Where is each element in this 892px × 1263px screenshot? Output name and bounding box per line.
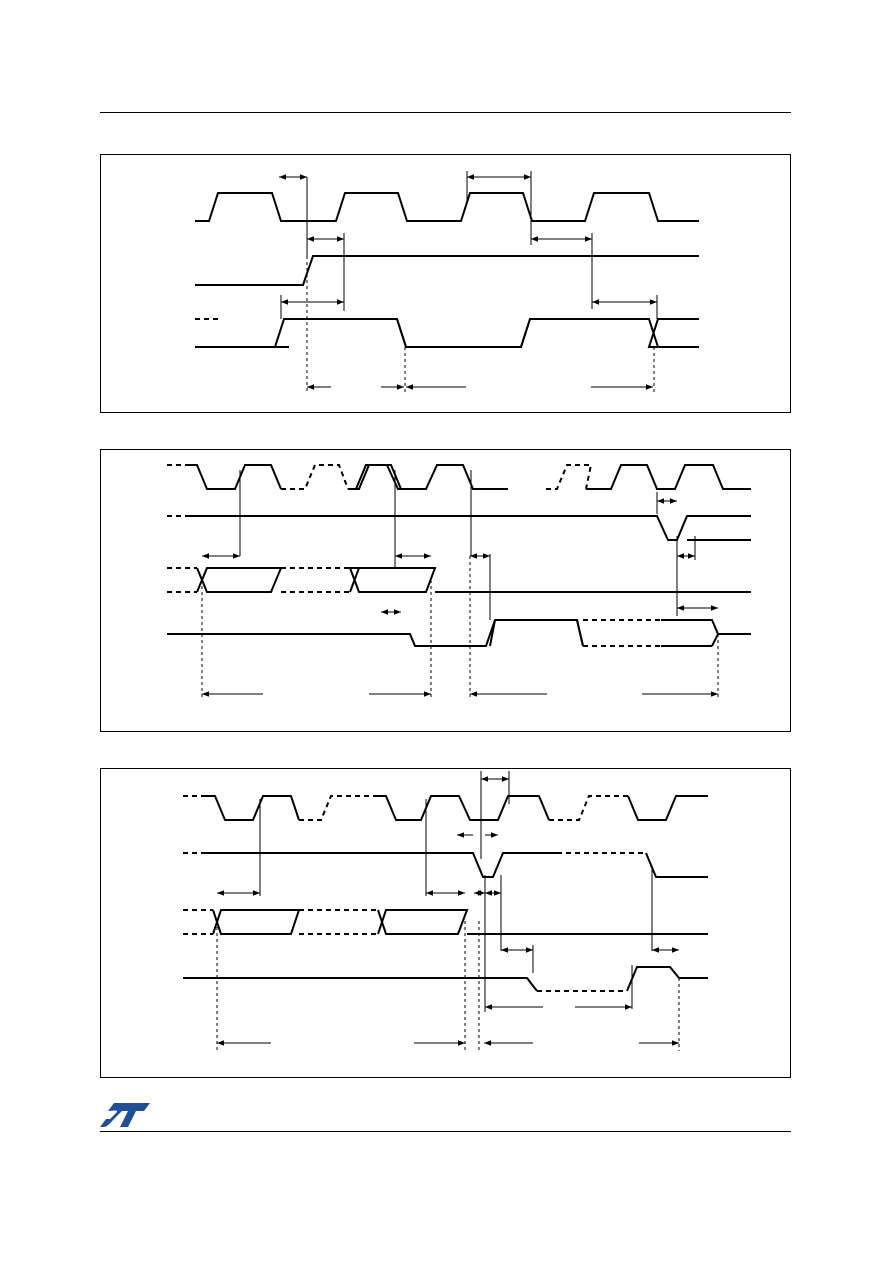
timing-diagram-2: [100, 449, 791, 732]
timing-diagram-1: [100, 154, 791, 413]
control-waveform: [203, 852, 557, 878]
control-waveform-end: [645, 852, 708, 878]
data-bus-seg1: [212, 909, 301, 935]
output-waveform-b: [626, 966, 708, 992]
clock-waveform-c: [350, 464, 508, 490]
clock-waveform-b: [375, 795, 550, 821]
clock-waveform-a: [187, 464, 282, 490]
output-waveform-c: [661, 619, 751, 647]
timing-diagram-3: [100, 768, 791, 1078]
output-waveform: [183, 977, 538, 992]
timing-diagram-1-svg: [195, 171, 699, 393]
footer-rule: [100, 1131, 791, 1132]
timing-diagram-2-svg: [167, 464, 751, 700]
st-logo: [100, 1103, 150, 1127]
data-bus-upper: [289, 318, 699, 348]
header-rule: [100, 112, 791, 113]
data-bus-seg2: [348, 567, 437, 593]
timing-diagram-3-svg: [183, 771, 708, 1051]
output-waveform-b: [489, 619, 584, 647]
data-bus-seg3: [349, 567, 426, 593]
data-bus-seg2: [377, 909, 469, 935]
clock-waveform-c: [627, 795, 708, 821]
control-waveform: [187, 515, 751, 541]
clock-waveform: [195, 192, 699, 222]
data-bus-seg1: [196, 567, 283, 593]
clock-waveform-d: [586, 464, 751, 490]
data-bus-lower: [195, 318, 699, 348]
control-waveform: [195, 255, 699, 286]
clock-waveform-a: [203, 795, 300, 821]
output-waveform: [167, 619, 584, 647]
